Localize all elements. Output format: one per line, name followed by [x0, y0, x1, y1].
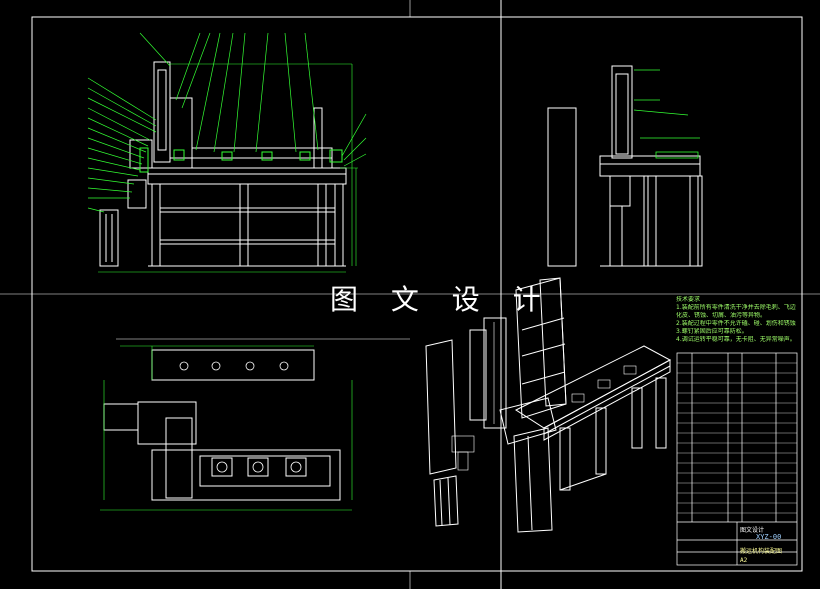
side-view-green — [633, 69, 700, 159]
watermark-text: 图 文 设 计 — [330, 283, 553, 316]
front-view — [99, 61, 347, 267]
isometric-view — [425, 277, 672, 533]
company-name: 图文设计 — [740, 527, 765, 534]
notes-line: 4.调试运转平稳可靠，无卡阻、无异常噪声。 — [676, 336, 796, 343]
isometric-details — [451, 322, 637, 471]
plan-view-dimensions — [100, 345, 353, 511]
plan-view-holes — [179, 361, 302, 473]
balloon-leaders — [87, 32, 367, 213]
title-block-rows — [677, 362, 797, 514]
drawing-number: XYZ-00 — [756, 533, 782, 541]
notes-line: 1.装配前所有零件清洗干净并去除毛刺、飞边，氧 — [676, 304, 796, 311]
technical-notes: 技术要求 1.装配前所有零件清洗干净并去除毛刺、飞边，氧 化皮、锈蚀、切屑、油污… — [676, 296, 796, 344]
notes-line: 化皮、锈蚀、切屑、油污等异物。 — [676, 312, 767, 319]
notes-line: 3.螺钉紧固后应可靠防松。 — [676, 328, 748, 335]
front-view-dimensions — [98, 63, 358, 273]
plan-view — [103, 349, 341, 501]
notes-title: 技术要求 — [676, 296, 701, 303]
drawing-name: 搬运机构装配图 — [740, 548, 783, 555]
sheet-size: A2 — [740, 557, 748, 564]
title-block — [676, 352, 798, 566]
notes-line: 2.装配过程中零件不允许磕、碰、划伤和锈蚀。 — [676, 320, 796, 327]
side-view — [547, 65, 703, 267]
